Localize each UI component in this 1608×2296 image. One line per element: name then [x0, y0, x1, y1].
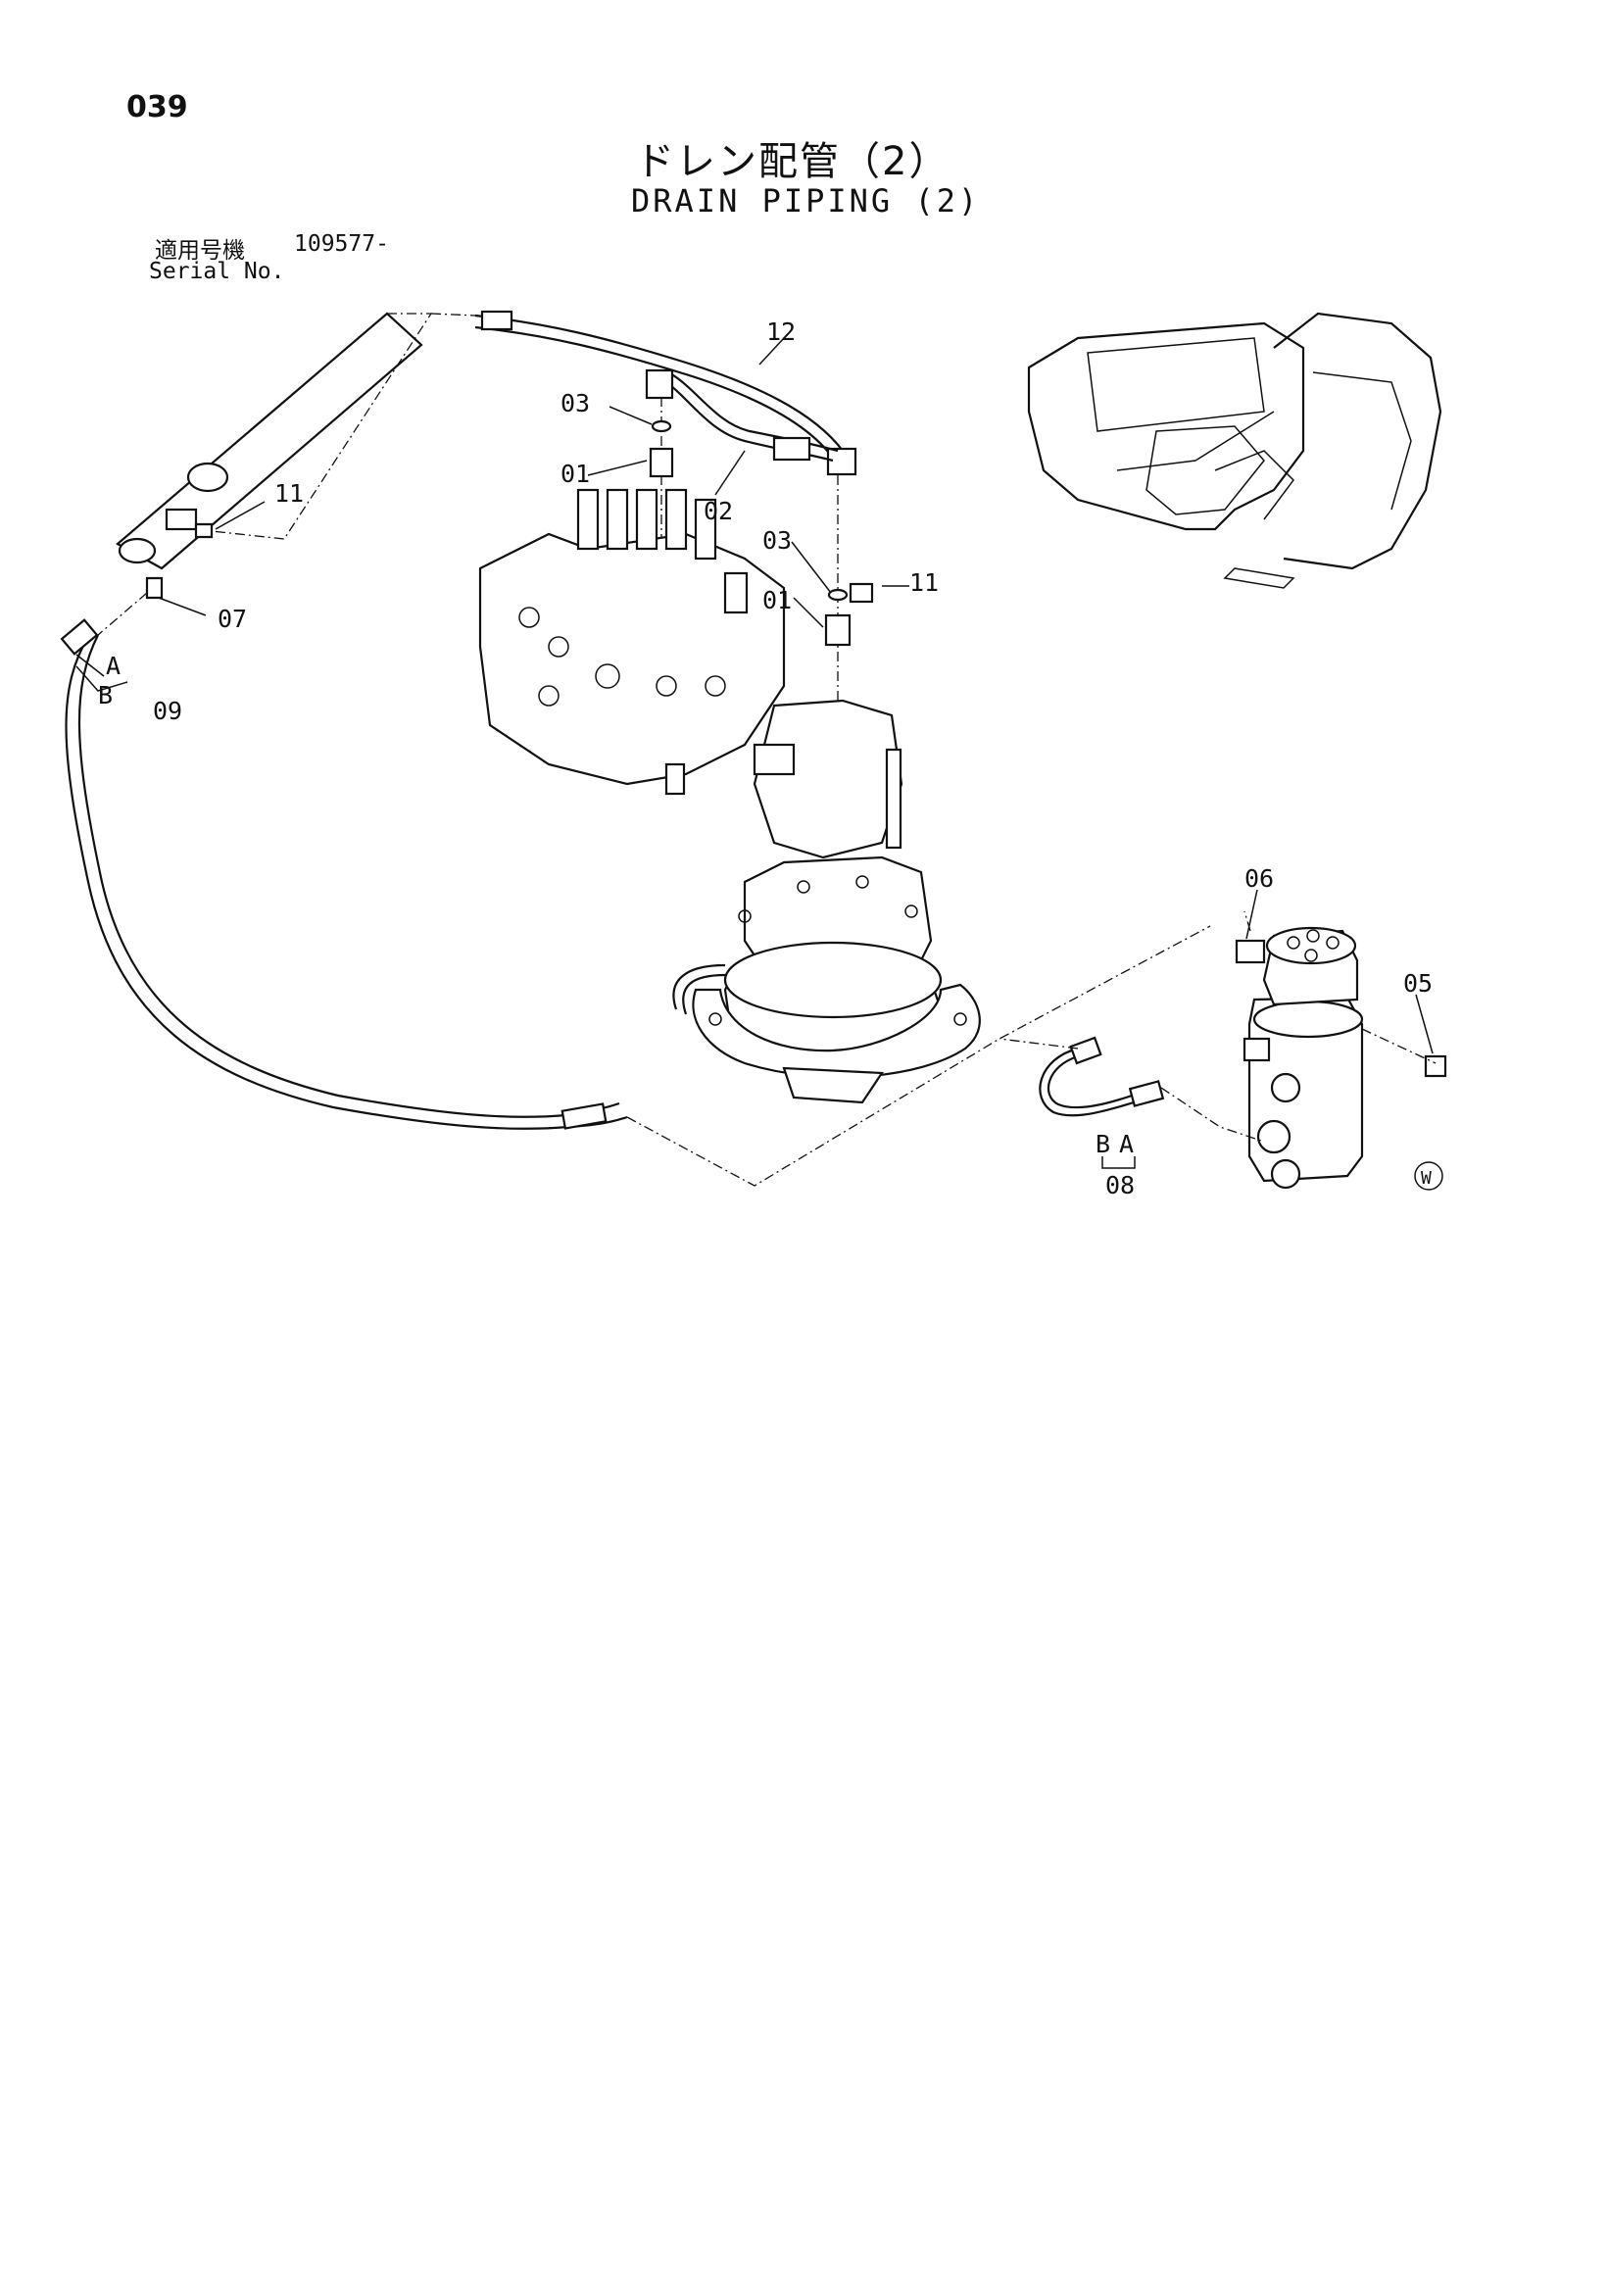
- control-valve: [478, 488, 786, 796]
- oring-03-lower-part: [827, 588, 849, 602]
- hose-02-sleeve: [772, 436, 811, 462]
- title-english: DRAIN PIPING (2): [631, 182, 981, 220]
- pipe-port: [186, 462, 229, 493]
- callout-08: 08: [1105, 1171, 1135, 1199]
- elbow-06-part: [1235, 939, 1266, 964]
- pipe-end: [118, 537, 157, 564]
- excavator-outline: [1027, 312, 1442, 589]
- callout-11-left: 11: [274, 479, 304, 508]
- hose-02-fitting: [645, 368, 674, 400]
- callout-09: 09: [153, 697, 182, 725]
- w-mark: W: [1421, 1168, 1432, 1189]
- plug-11-right-part: [849, 582, 874, 604]
- callout-01-upper: 01: [560, 460, 590, 488]
- callout-11-right: 11: [909, 568, 939, 597]
- hose-fitting-lower: [560, 1102, 608, 1130]
- plug-05-part: [1424, 1054, 1447, 1078]
- callout-01-lower: 01: [762, 586, 792, 614]
- callout-08-port-a: A: [1119, 1130, 1134, 1158]
- callout-03-upper: 03: [560, 389, 590, 417]
- hose-12-fitting: [480, 310, 513, 331]
- page-number: 039: [126, 90, 188, 124]
- fitting-11-left-part: [194, 522, 214, 539]
- swing-motor: [672, 699, 981, 1104]
- hose-02: [645, 368, 839, 463]
- adapter-01-upper-part: [649, 447, 674, 478]
- adapter-01-lower-part: [824, 613, 852, 647]
- serial-label-japanese: 適用号機: [155, 238, 245, 264]
- center-joint: [1243, 926, 1364, 1190]
- elbow-07-part: [145, 576, 164, 600]
- callout-07: 07: [218, 605, 247, 633]
- callout-08-port-b: B: [1096, 1130, 1110, 1158]
- title-japanese: ドレン配管（2）: [635, 139, 950, 184]
- long-drain-hose: [65, 636, 628, 1130]
- callout-09-port-a: A: [106, 652, 121, 680]
- oring-03-upper-part: [651, 419, 672, 433]
- callout-12: 12: [766, 318, 796, 346]
- callout-09-port-b: B: [98, 681, 113, 709]
- serial-label-english: Serial No.: [149, 259, 285, 284]
- pipe-tee: [165, 508, 198, 531]
- hose-12-end: [826, 447, 857, 476]
- hose-12: [474, 310, 857, 476]
- w-mark-circle: [1414, 1161, 1443, 1191]
- hose-08: [1039, 1036, 1165, 1117]
- callout-05: 05: [1403, 969, 1433, 998]
- left-pipe-assembly: [116, 312, 423, 600]
- hose-fitting-upper: [60, 618, 99, 656]
- serial-number-value: 109577-: [294, 231, 389, 257]
- callout-02: 02: [704, 497, 733, 525]
- callout-03-lower: 03: [762, 526, 792, 555]
- callout-06: 06: [1244, 864, 1274, 893]
